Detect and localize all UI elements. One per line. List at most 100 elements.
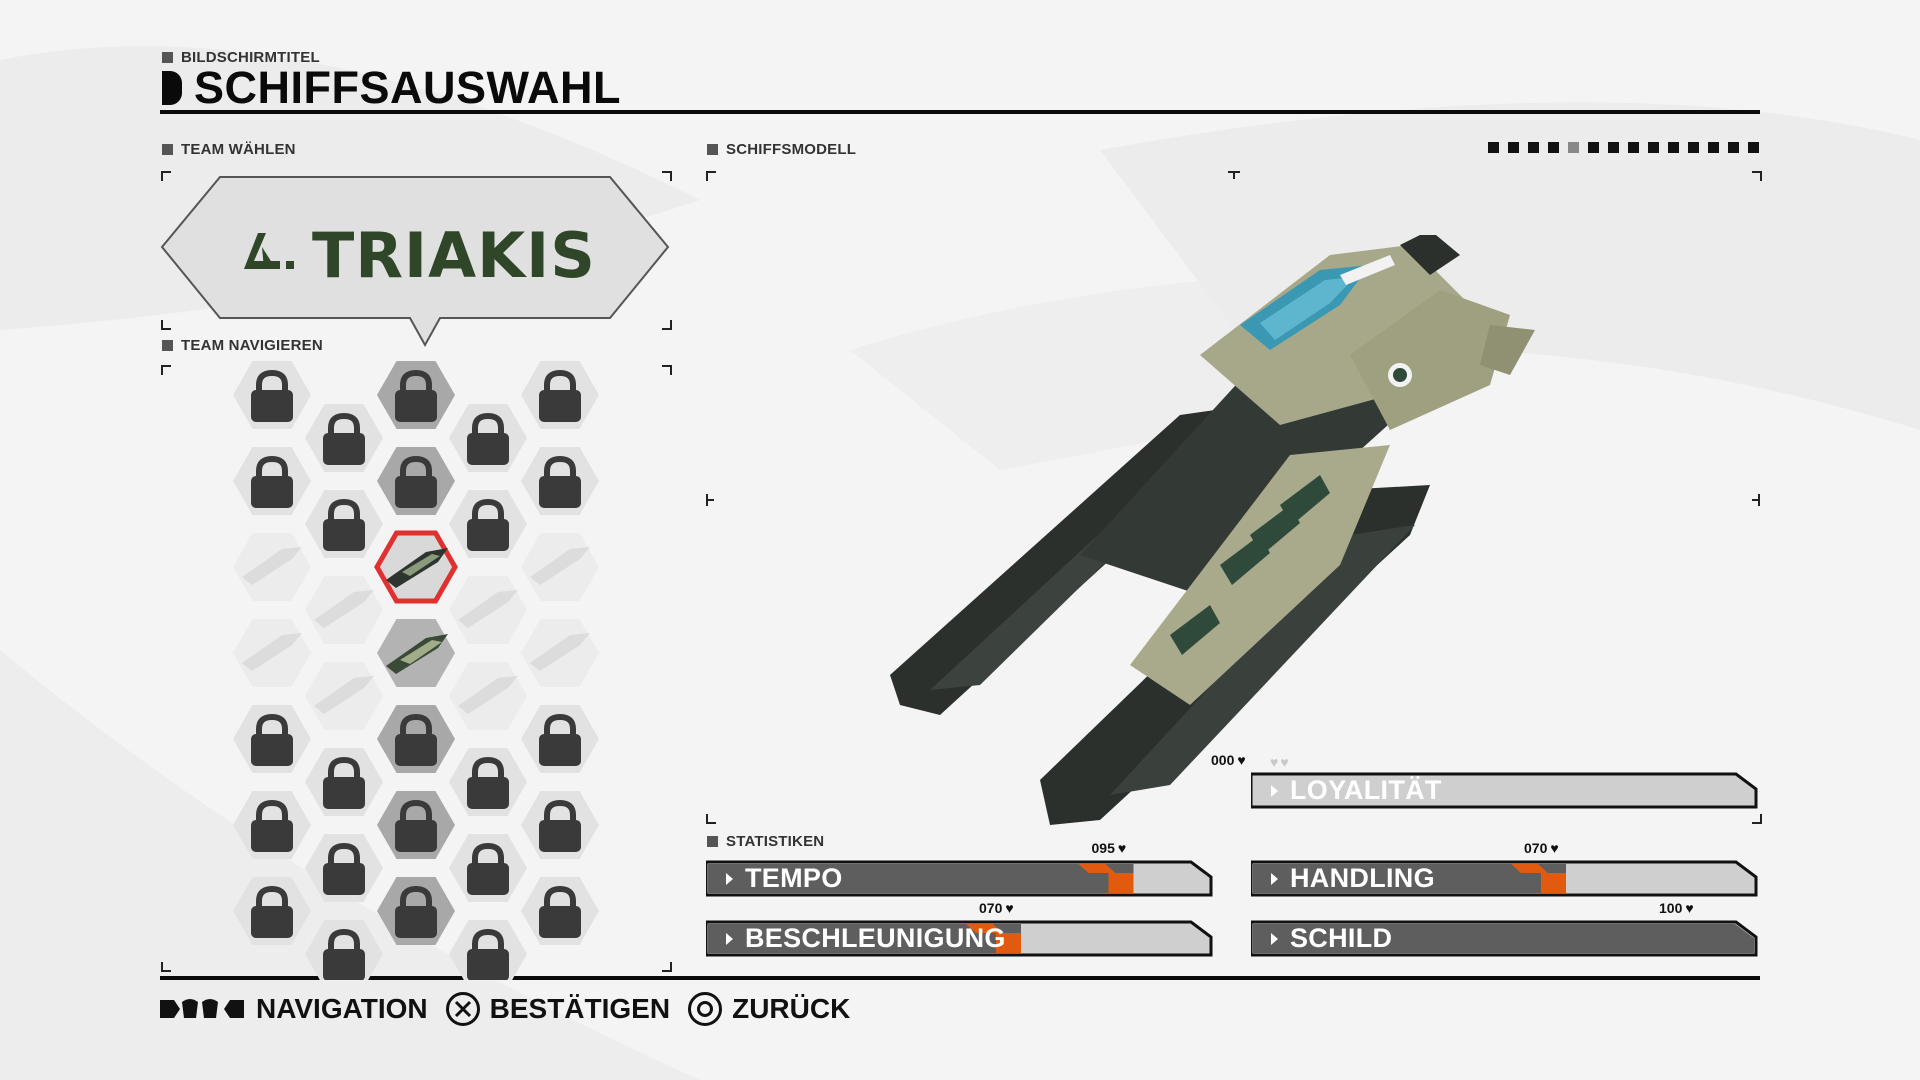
stat-accent xyxy=(1541,873,1566,893)
stat-arrow-icon xyxy=(726,932,733,945)
hex-cell-locked[interactable] xyxy=(377,447,455,515)
panel-corner xyxy=(662,320,672,330)
hex-cell-locked[interactable] xyxy=(233,791,311,859)
stat-bar-graphic xyxy=(706,920,1213,957)
panel-corner xyxy=(161,171,171,181)
team-select-label-text: TEAM WÄHLEN xyxy=(181,141,296,158)
back-button[interactable]: ZURÜCK xyxy=(688,992,850,1026)
hex-cell-empty[interactable] xyxy=(521,619,599,687)
stats-label-text: STATISTIKEN xyxy=(726,833,825,850)
hex-cell-locked[interactable] xyxy=(377,361,455,429)
stat-name-text: HANDLING xyxy=(1290,863,1435,893)
stat-value: 000♥ xyxy=(1211,752,1246,768)
stat-arrow-icon xyxy=(1271,932,1278,945)
stat-name: TEMPO xyxy=(726,863,843,894)
hex-cell-locked[interactable] xyxy=(305,920,383,980)
stat-bar-loyalitaet: LOYALITÄT 000♥ xyxy=(1211,752,1761,809)
pager-dot[interactable] xyxy=(1728,142,1739,153)
stat-name-text: BESCHLEUNIGUNG xyxy=(745,923,1006,953)
stat-value-text: 095 xyxy=(1091,840,1115,856)
ship-model-pager[interactable] xyxy=(1488,142,1759,153)
hex-cell-locked[interactable] xyxy=(377,705,455,773)
hex-cell-empty[interactable] xyxy=(233,619,311,687)
pager-dot[interactable] xyxy=(1628,142,1639,153)
hex-cell-empty[interactable] xyxy=(233,533,311,601)
circle-button-icon xyxy=(688,992,723,1026)
hex-cell-locked[interactable] xyxy=(449,920,527,980)
pager-dot[interactable] xyxy=(1648,142,1659,153)
pager-dot[interactable] xyxy=(1608,142,1619,153)
hex-cell-locked[interactable] xyxy=(305,404,383,472)
hex-cell-locked[interactable] xyxy=(305,834,383,902)
stat-bar-graphic xyxy=(1251,772,1758,809)
hex-cell-empty[interactable] xyxy=(305,662,383,730)
panel-corner xyxy=(662,365,672,375)
stat-name: HANDLING xyxy=(1271,863,1435,894)
hex-cell-locked[interactable] xyxy=(521,361,599,429)
stat-bar-graphic xyxy=(1251,920,1758,957)
hex-cell-locked[interactable] xyxy=(449,404,527,472)
heart-icon: ♥ xyxy=(1550,840,1559,856)
hex-cell-empty[interactable] xyxy=(449,576,527,644)
hex-cell-locked[interactable] xyxy=(233,361,311,429)
stat-accent xyxy=(996,933,1021,953)
triakis-logo-icon xyxy=(244,233,294,269)
hex-cell-locked[interactable] xyxy=(521,447,599,515)
hex-cell-locked[interactable] xyxy=(377,877,455,945)
navigation-hint[interactable]: NAVIGATION xyxy=(160,993,428,1025)
hex-cell-locked[interactable] xyxy=(377,791,455,859)
stat-fill xyxy=(1253,864,1566,893)
stat-value-text: 100 xyxy=(1659,900,1683,916)
stat-name-text: SCHILD xyxy=(1290,923,1393,953)
hex-cell-locked[interactable] xyxy=(233,447,311,515)
hex-cell-locked[interactable] xyxy=(305,490,383,558)
hex-cell-empty[interactable] xyxy=(449,662,527,730)
viewport-tick xyxy=(1752,499,1760,501)
hex-cell-empty[interactable] xyxy=(305,576,383,644)
hex-cell-locked[interactable] xyxy=(233,705,311,773)
team-name-badge[interactable]: TRIAKIS xyxy=(160,175,670,350)
hex-cell-locked[interactable] xyxy=(305,748,383,816)
stat-accent xyxy=(1108,873,1134,893)
hex-cell-locked[interactable] xyxy=(233,877,311,945)
stat-fill xyxy=(708,924,1021,953)
stat-name-text: LOYALITÄT xyxy=(1290,775,1442,805)
pager-dot[interactable] xyxy=(1668,142,1679,153)
confirm-button[interactable]: BESTÄTIGEN xyxy=(445,992,670,1026)
viewport-corner xyxy=(706,171,716,181)
page-title: SCHIFFSAUSWAHL xyxy=(162,62,621,114)
stat-arrow-icon xyxy=(726,872,733,885)
pager-dot[interactable] xyxy=(1528,142,1539,153)
viewport-tick xyxy=(1233,171,1235,179)
header-divider xyxy=(160,110,1760,114)
navigation-hint-label: NAVIGATION xyxy=(256,993,428,1024)
hex-cell-locked[interactable] xyxy=(449,834,527,902)
pager-dot[interactable] xyxy=(1708,142,1719,153)
team-select-label: TEAM WÄHLEN xyxy=(162,141,296,158)
hex-cell-locked[interactable] xyxy=(449,490,527,558)
panel-corner xyxy=(662,171,672,181)
hex-cell-locked[interactable] xyxy=(449,748,527,816)
pager-dot[interactable] xyxy=(1508,142,1519,153)
hex-cell-empty[interactable] xyxy=(521,533,599,601)
hex-cell-locked[interactable] xyxy=(521,791,599,859)
hex-cell-ship[interactable] xyxy=(377,619,455,687)
screen-caption-text: BILDSCHIRMTITEL xyxy=(181,49,320,66)
hex-cell-selected-ship[interactable] xyxy=(377,533,455,601)
pager-dot[interactable] xyxy=(1548,142,1559,153)
stat-accent xyxy=(1078,864,1116,873)
stat-name: SCHILD xyxy=(1271,923,1392,954)
pager-dot[interactable] xyxy=(1588,142,1599,153)
pager-dot[interactable] xyxy=(1568,142,1579,153)
stat-fill xyxy=(708,864,1134,893)
hex-cell-locked[interactable] xyxy=(521,877,599,945)
pager-dot[interactable] xyxy=(1688,142,1699,153)
heart-icon: ♥ xyxy=(1005,900,1014,916)
hex-cell-locked[interactable] xyxy=(521,705,599,773)
pager-dot[interactable] xyxy=(1748,142,1759,153)
title-marker-icon xyxy=(162,71,182,105)
stat-arrow-icon xyxy=(1271,872,1278,885)
panel-corner xyxy=(662,962,672,972)
pager-dot[interactable] xyxy=(1488,142,1499,153)
